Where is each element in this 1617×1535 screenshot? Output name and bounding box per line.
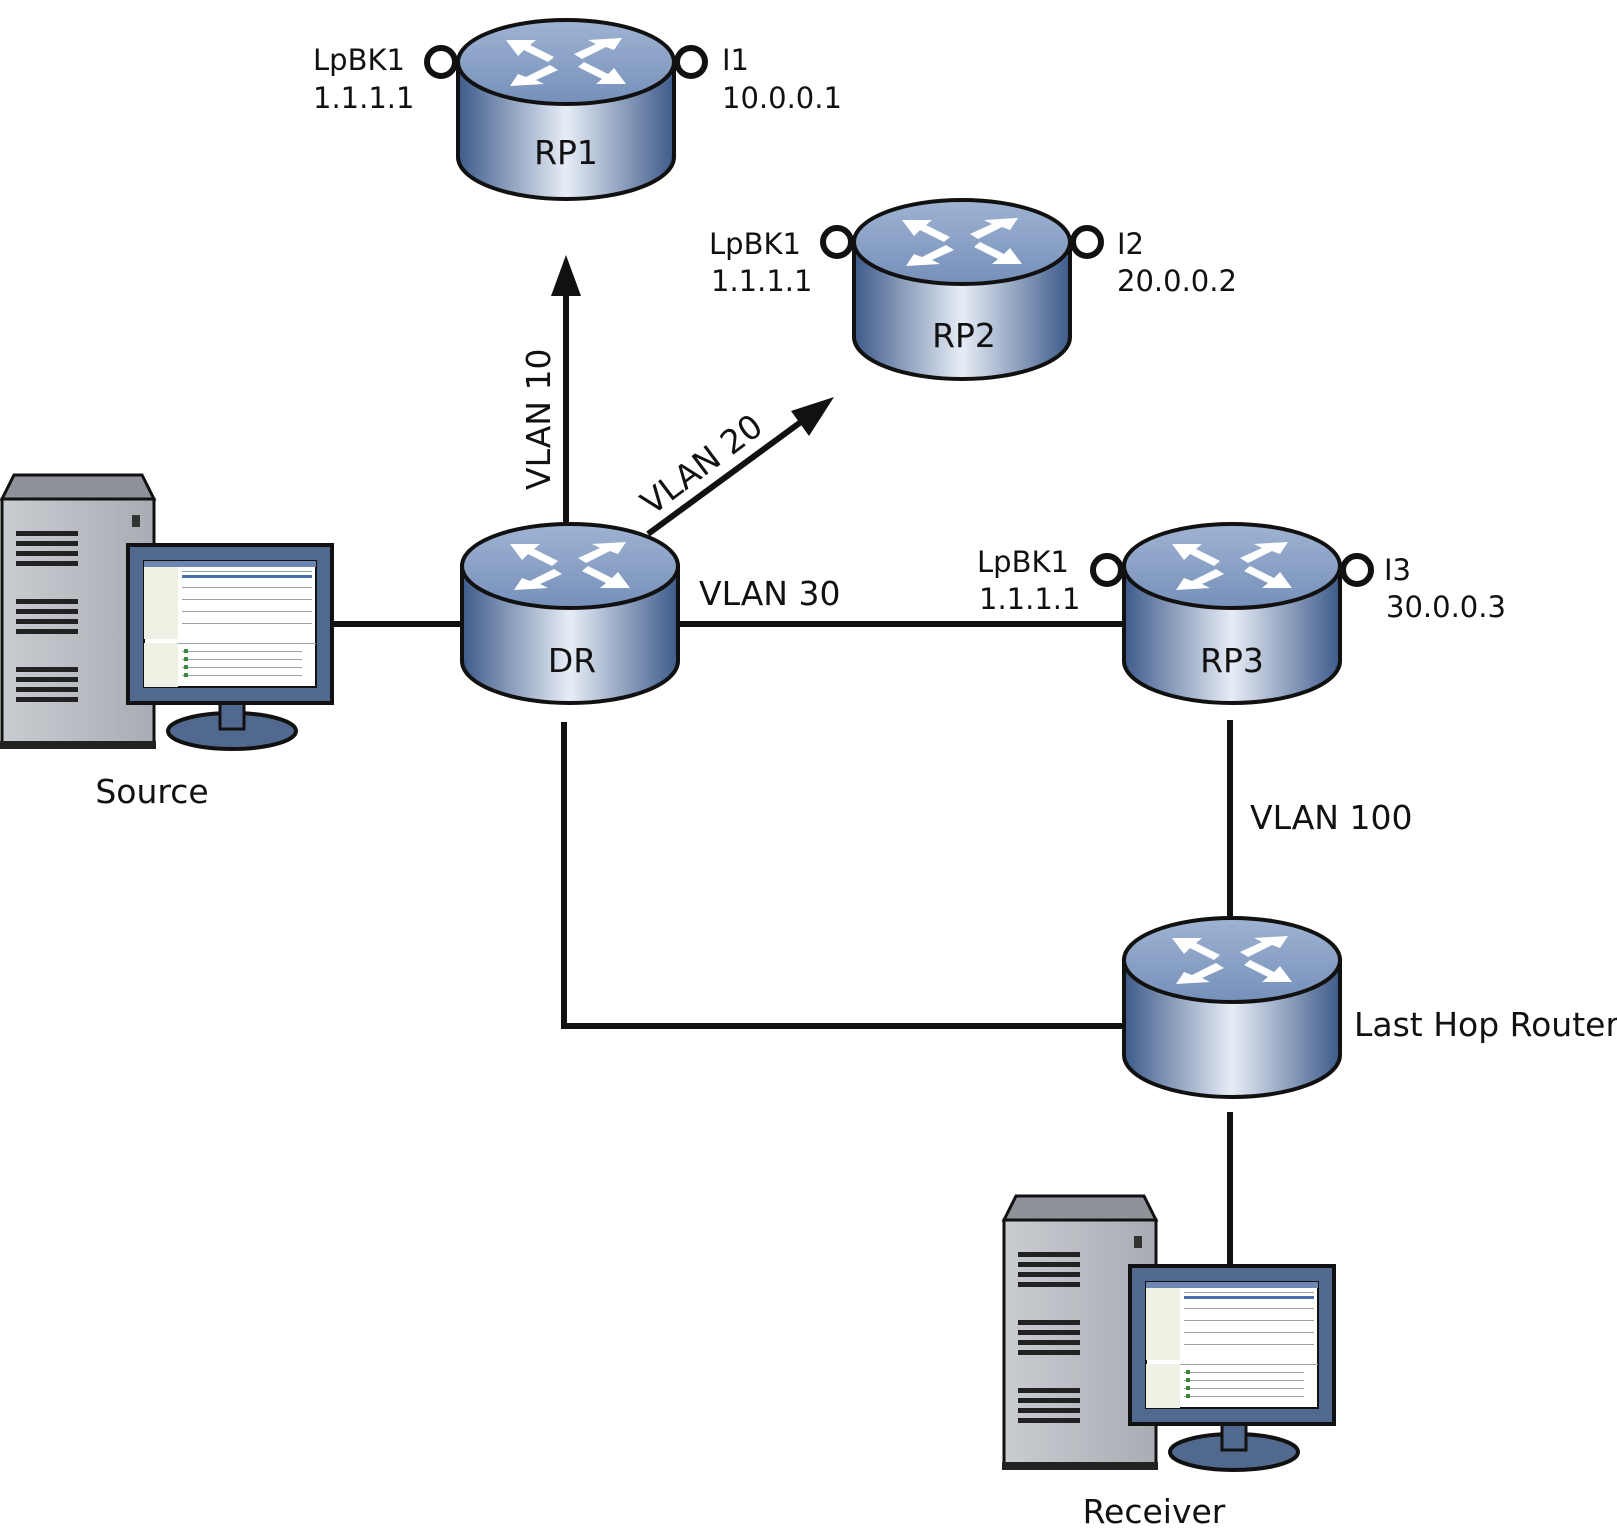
interface-port-icon bbox=[1090, 553, 1124, 587]
rp1-interface-ip: 10.0.0.1 bbox=[722, 81, 842, 115]
router-rp3[interactable]: RP3 bbox=[1090, 522, 1374, 705]
link-dr-lhr bbox=[561, 722, 1122, 1029]
interface-port-icon bbox=[674, 45, 708, 79]
rp3-interface-name: I3 bbox=[1384, 553, 1411, 587]
rp3-loopback-name: LpBK1 bbox=[977, 545, 1069, 579]
rp3-interface-ip: 30.0.0.3 bbox=[1386, 590, 1506, 624]
rp3-loopback-ip: 1.1.1.1 bbox=[979, 582, 1080, 616]
router-rp3-label: RP3 bbox=[1200, 641, 1264, 680]
source-workstation[interactable] bbox=[0, 473, 334, 751]
interface-port-icon bbox=[820, 225, 854, 259]
vlan-20-label: VLAN 20 bbox=[633, 406, 769, 522]
interface-port-icon bbox=[424, 45, 458, 79]
rp1-loopback-ip: 1.1.1.1 bbox=[313, 81, 414, 115]
rp2-loopback-ip: 1.1.1.1 bbox=[711, 264, 812, 298]
router-last-hop-label: Last Hop Router bbox=[1354, 1005, 1617, 1044]
rp2-loopback-name: LpBK1 bbox=[709, 227, 801, 261]
vlan10-arrowhead bbox=[551, 255, 581, 296]
interface-port-icon bbox=[1070, 225, 1104, 259]
router-icon bbox=[456, 18, 676, 201]
workstation-icon bbox=[0, 473, 334, 751]
router-rp2-label: RP2 bbox=[932, 316, 996, 355]
workstation-icon bbox=[1000, 1194, 1336, 1472]
router-icon bbox=[1122, 916, 1342, 1099]
receiver-workstation[interactable] bbox=[1000, 1194, 1336, 1472]
router-dr[interactable]: DR bbox=[460, 522, 680, 705]
router-rp1[interactable]: RP1 bbox=[424, 18, 708, 201]
router-rp2[interactable]: RP2 bbox=[820, 198, 1104, 381]
router-dr-label: DR bbox=[548, 641, 596, 680]
vlan20-arrowhead bbox=[791, 397, 834, 436]
rp1-loopback-name: LpBK1 bbox=[313, 43, 405, 77]
source-label: Source bbox=[95, 772, 208, 811]
rp2-interface-ip: 20.0.0.2 bbox=[1117, 264, 1237, 298]
router-rp1-label: RP1 bbox=[534, 133, 598, 172]
vlan-100-label: VLAN 100 bbox=[1250, 798, 1412, 837]
vlan-10-label: VLAN 10 bbox=[519, 349, 558, 490]
rp2-interface-name: I2 bbox=[1117, 227, 1144, 261]
link-vlan20-arrow bbox=[646, 405, 825, 537]
vlan-30-label: VLAN 30 bbox=[699, 574, 840, 613]
router-last-hop[interactable] bbox=[1122, 916, 1342, 1099]
interface-port-icon bbox=[1340, 553, 1374, 587]
receiver-label: Receiver bbox=[1083, 1492, 1226, 1531]
rp1-interface-name: I1 bbox=[722, 43, 749, 77]
